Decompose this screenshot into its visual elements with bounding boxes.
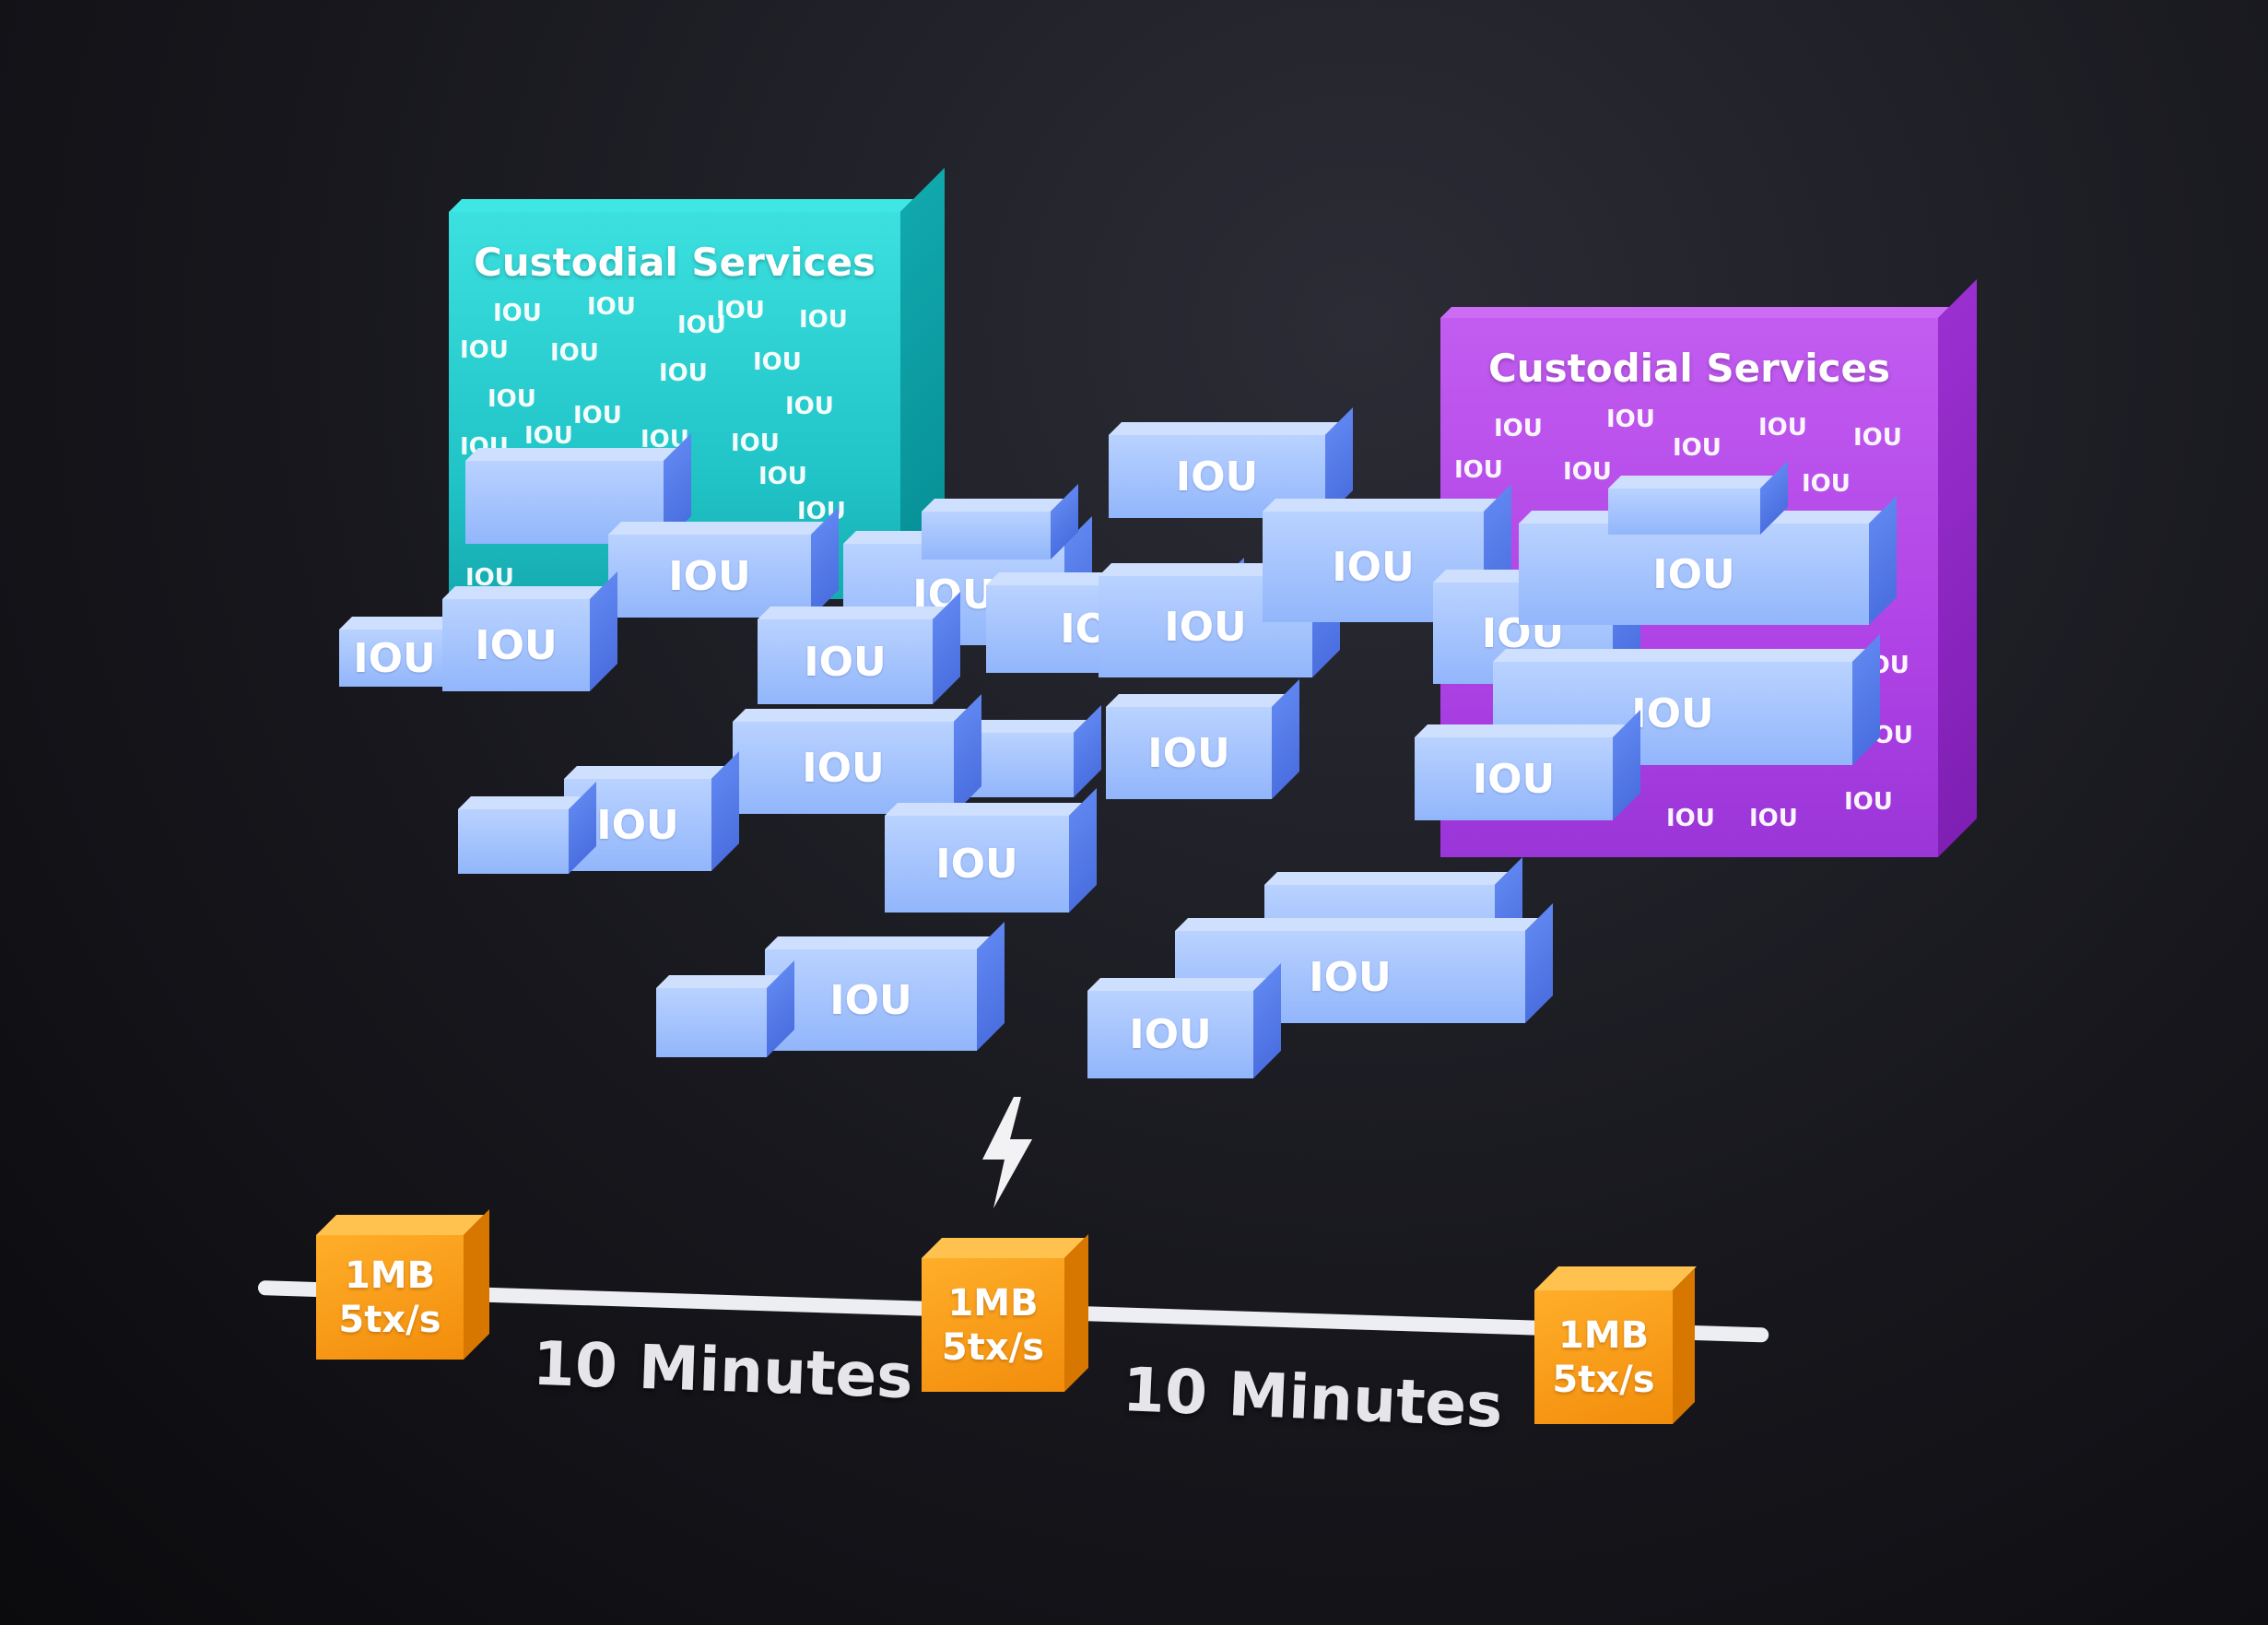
custodial-services-title-left: Custodial Services: [473, 240, 876, 285]
block-size: 1MB: [947, 1281, 1039, 1325]
iou-box: IOU: [758, 592, 960, 704]
iou-box: [968, 705, 1101, 797]
iou-label: IOU: [475, 621, 558, 669]
iou-box: [656, 960, 794, 1057]
iou-box: IOU: [1106, 679, 1299, 799]
iou-label: IOU: [550, 339, 599, 367]
iou-label: IOU: [1666, 805, 1715, 832]
iou-label: IOU: [753, 348, 802, 376]
iou-label: IOU: [1332, 543, 1415, 591]
iou-label: IOU: [1652, 550, 1735, 598]
iou-label: IOU: [488, 385, 536, 413]
iou-label: IOU: [935, 841, 1018, 888]
iou-label: IOU: [799, 306, 848, 334]
iou-box: [922, 484, 1078, 559]
iou-box: IOU: [564, 751, 739, 871]
block-throughput: 5tx/s: [1552, 1358, 1655, 1401]
iou-label: IOU: [1129, 1011, 1212, 1058]
iou-label: IOU: [731, 430, 780, 457]
iou-label: IOU: [1853, 424, 1902, 452]
iou-label: IOU: [785, 393, 834, 420]
iou-label: IOU: [1454, 456, 1503, 484]
iou-box: IOU: [733, 694, 981, 814]
iou-label: IOU: [493, 300, 542, 327]
iou-box: IOU: [1415, 710, 1640, 820]
iou-label: IOU: [1563, 458, 1612, 486]
iou-label: IOU: [573, 402, 622, 430]
block-interval-label: 10 Minutes: [1121, 1354, 1505, 1442]
iou-box: IOU: [1519, 496, 1897, 625]
iou-label: IOU: [1309, 953, 1392, 1001]
lightning-bolt-icon: [982, 1097, 1032, 1208]
iou-label: IOU: [677, 312, 726, 339]
iou-label: IOU: [1631, 689, 1714, 737]
iou-label: IOU: [1673, 434, 1722, 462]
iou-label: IOU: [1147, 729, 1230, 777]
block-throughput: 5tx/s: [941, 1325, 1045, 1369]
iou-label: IOU: [1802, 470, 1851, 498]
block-size: 1MB: [1557, 1313, 1650, 1357]
block-1: 1MB 5tx/s: [316, 1209, 489, 1360]
iou-label: IOU: [524, 422, 573, 450]
iou-label: IOU: [353, 634, 436, 682]
iou-label: IOU: [460, 336, 509, 364]
iou-label: IOU: [1175, 453, 1259, 500]
iou-label: IOU: [596, 801, 679, 849]
iou-box: [458, 782, 596, 874]
iou-label: IOU: [804, 638, 887, 686]
iou-label: IOU: [1472, 755, 1556, 803]
block-size: 1MB: [344, 1254, 436, 1297]
iou-label: IOU: [829, 976, 912, 1024]
iou-label: IOU: [716, 297, 765, 324]
iou-box: IOU: [765, 922, 1005, 1051]
iou-label: IOU: [1844, 788, 1893, 816]
custodial-services-title-right: Custodial Services: [1487, 346, 1891, 391]
iou-box: [1608, 461, 1788, 535]
iou-label: IOU: [1494, 415, 1543, 442]
iou-box: IOU: [339, 602, 477, 687]
iou-label: IOU: [668, 552, 751, 600]
block-throughput: 5tx/s: [338, 1298, 441, 1341]
block-2: 1MB 5tx/s: [922, 1234, 1088, 1392]
iou-label: IOU: [758, 463, 807, 490]
iou-label: IOU: [1749, 805, 1798, 832]
block-interval-label: 10 Minutes: [531, 1327, 914, 1413]
block-3: 1MB 5tx/s: [1534, 1266, 1697, 1424]
iou-box: IOU: [1087, 963, 1281, 1078]
iou-label: IOU: [802, 744, 885, 792]
iou-box: IOU: [608, 507, 839, 618]
iou-label: IOU: [587, 293, 636, 321]
iou-label: IOU: [1606, 406, 1655, 433]
iou-label: IOU: [1164, 603, 1247, 651]
iou-box: IOU: [442, 571, 617, 691]
iou-label: IOU: [1758, 414, 1807, 442]
iou-box: IOU: [885, 788, 1097, 913]
iou-label: IOU: [659, 359, 708, 387]
